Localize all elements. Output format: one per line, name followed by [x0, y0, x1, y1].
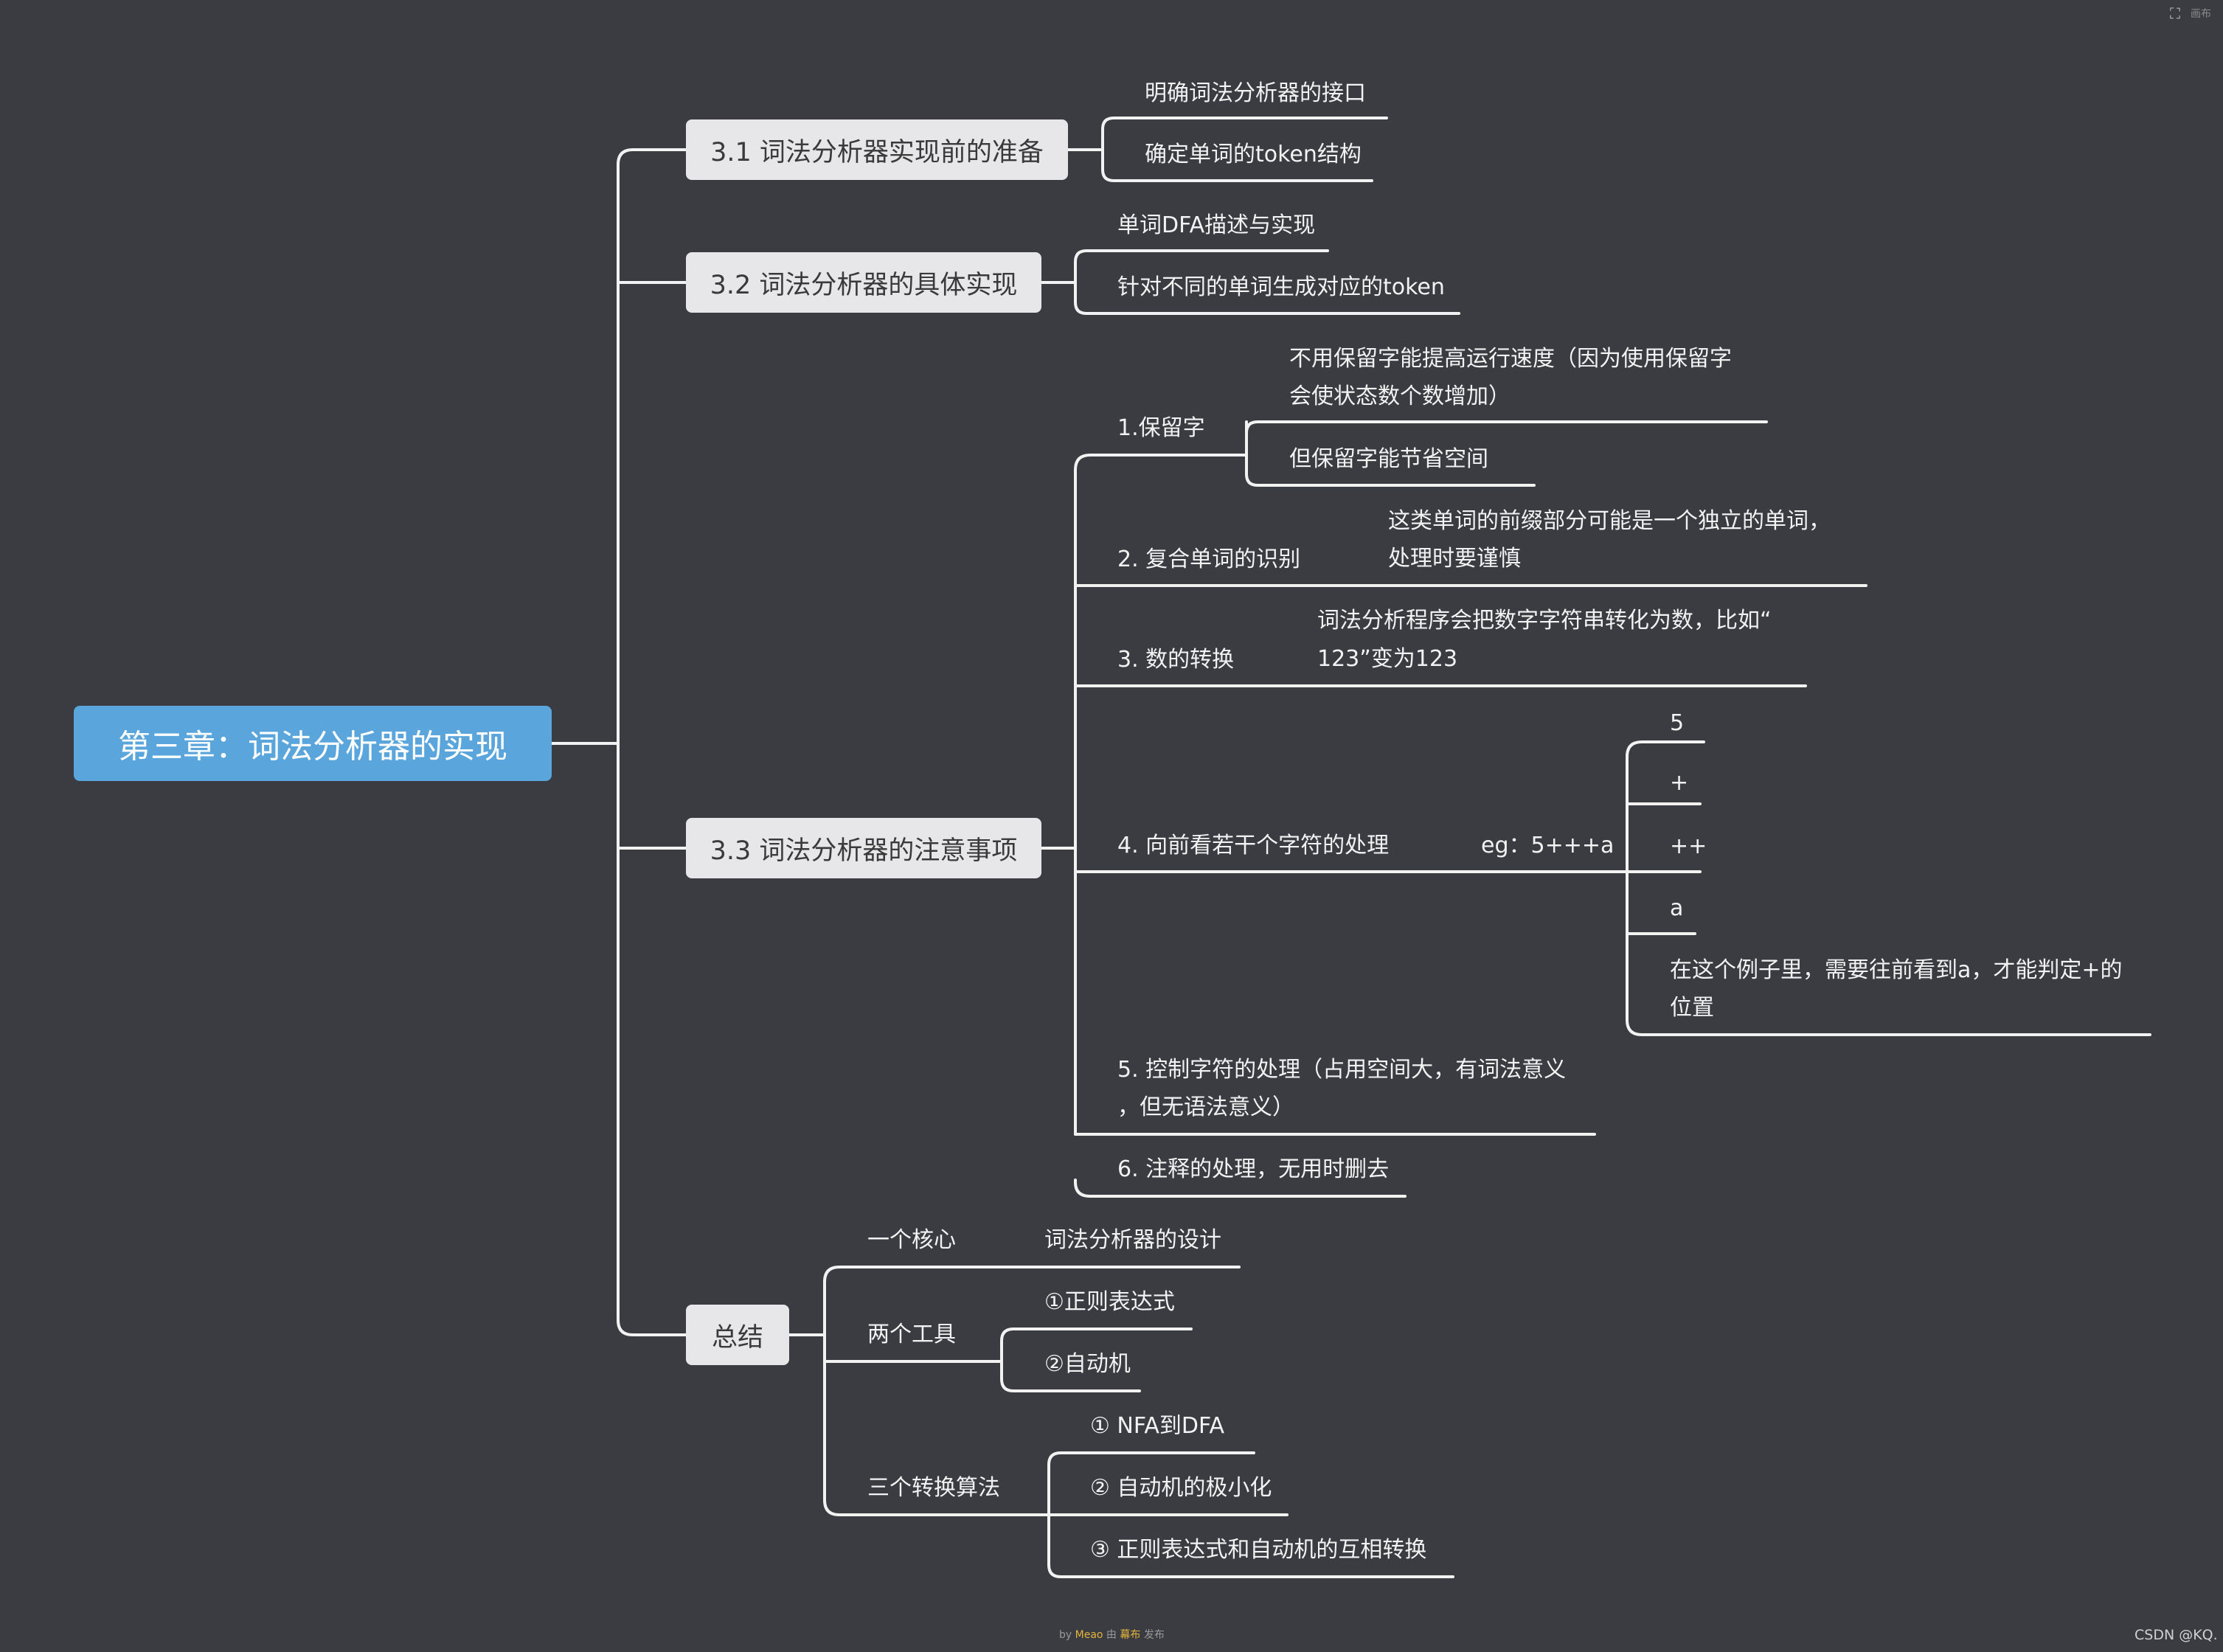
topic-reserved-words[interactable]: 1.保留字 [1117, 415, 1205, 441]
node-3-3-title: 3.3 词法分析器的注意事项 [710, 836, 1018, 866]
watermark: CSDN @KQ. [2134, 1627, 2218, 1643]
node-3-2-item[interactable]: 单词DFA描述与实现 [1117, 212, 1316, 238]
footer-credit: by Meao 由 幕布 发布 [1059, 1627, 1165, 1642]
node-3-2-item[interactable]: 针对不同的单词生成对应的token [1117, 274, 1445, 300]
reserved-words-note[interactable]: 会使状态数个数增加） [1289, 384, 1511, 409]
lookahead-token[interactable]: 5 [1670, 710, 1685, 736]
compound-words-note[interactable]: 处理时要谨慎 [1388, 546, 1521, 572]
node-3-1[interactable]: 3.1 词法分析器实现前的准备 [686, 119, 1068, 180]
summary-algo-item[interactable]: ① NFA到DFA [1090, 1413, 1225, 1439]
canvas-mode-label[interactable]: 画布 [2191, 8, 2211, 20]
footer-end: 发布 [1143, 1629, 1165, 1641]
summary-algo-item[interactable]: ③ 正则表达式和自动机的互相转换 [1090, 1537, 1427, 1563]
topic-compound-words[interactable]: 2. 复合单词的识别 [1117, 546, 1301, 572]
summary-core-value[interactable]: 词法分析器的设计 [1044, 1227, 1221, 1253]
lookahead-token[interactable]: a [1670, 895, 1684, 921]
root-node[interactable]: 第三章：词法分析器的实现 [74, 706, 552, 781]
summary-algo-item[interactable]: ② 自动机的极小化 [1090, 1475, 1272, 1501]
reserved-words-note[interactable]: 但保留字能节省空间 [1289, 446, 1488, 472]
node-3-2-title: 3.2 词法分析器的具体实现 [710, 270, 1018, 300]
lookahead-token[interactable]: + [1670, 770, 1689, 796]
footer-author[interactable]: Meao [1075, 1629, 1103, 1641]
node-3-1-item[interactable]: 确定单词的token结构 [1145, 142, 1362, 167]
number-conversion-note[interactable]: 词法分析程序会把数字字符串转化为数，比如“ [1317, 608, 1772, 634]
reserved-words-note[interactable]: 不用保留字能提高运行速度（因为使用保留字 [1289, 346, 1732, 372]
node-3-1-title: 3.1 词法分析器实现前的准备 [710, 137, 1044, 167]
number-conversion-note[interactable]: 123”变为123 [1317, 646, 1458, 672]
summary-tool-item[interactable]: ①正则表达式 [1044, 1289, 1175, 1315]
topic-lookahead[interactable]: 4. 向前看若干个字符的处理 [1117, 833, 1390, 858]
summary-core-label[interactable]: 一个核心 [867, 1227, 956, 1253]
node-3-3[interactable]: 3.3 词法分析器的注意事项 [686, 818, 1041, 878]
summary-tools-label[interactable]: 两个工具 [867, 1322, 956, 1347]
topic-comments[interactable]: 6. 注释的处理，无用时删去 [1117, 1156, 1390, 1182]
root-title: 第三章：词法分析器的实现 [118, 728, 507, 766]
canvas-mode-icon[interactable]: ⛶ [2170, 4, 2180, 22]
footer-mid: 由 [1106, 1629, 1117, 1641]
lookahead-token[interactable]: ++ [1670, 833, 1707, 859]
topic-control-chars[interactable]: 5. 控制字符的处理（占用空间大，有词法意义 [1117, 1057, 1567, 1083]
lookahead-example[interactable]: eg：5+++a [1481, 833, 1615, 858]
node-summary-title: 总结 [711, 1322, 763, 1353]
topic-number-conversion[interactable]: 3. 数的转换 [1117, 647, 1235, 673]
node-3-1-item[interactable]: 明确词法分析器的接口 [1145, 80, 1366, 106]
footer-by: by [1059, 1629, 1072, 1641]
lookahead-note[interactable]: 位置 [1670, 995, 1714, 1021]
compound-words-note[interactable]: 这类单词的前缀部分可能是一个独立的单词， [1388, 508, 1831, 534]
topic-control-chars-cont[interactable]: ，但无语法意义） [1117, 1094, 1294, 1120]
summary-algos-label[interactable]: 三个转换算法 [867, 1475, 1000, 1501]
node-summary[interactable]: 总结 [686, 1305, 789, 1365]
summary-tool-item[interactable]: ②自动机 [1044, 1351, 1131, 1377]
node-3-2[interactable]: 3.2 词法分析器的具体实现 [686, 252, 1041, 313]
footer-brand[interactable]: 幕布 [1120, 1629, 1141, 1641]
lookahead-note[interactable]: 在这个例子里，需要往前看到a，才能判定+的 [1670, 957, 2123, 983]
